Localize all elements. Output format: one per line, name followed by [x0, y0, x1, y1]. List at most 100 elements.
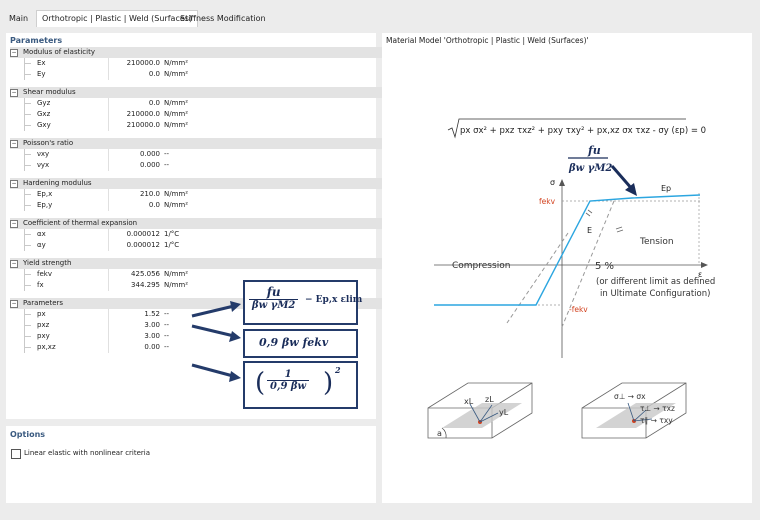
- property-value[interactable]: 425.056: [131, 270, 160, 278]
- material-model-panel: Material Model 'Orthotropic | Plastic | …: [382, 33, 752, 503]
- column-divider: [108, 200, 109, 211]
- property-value[interactable]: 0.000012: [126, 241, 160, 249]
- property-value[interactable]: 0.000: [139, 150, 160, 158]
- tab-bar: Main Orthotropic | Plastic | Weld (Surfa…: [0, 0, 760, 27]
- group-row[interactable]: −Poisson's ratio: [10, 138, 382, 149]
- property-name: Ex: [37, 59, 46, 67]
- column-divider: [108, 98, 109, 109]
- property-value[interactable]: 3.00: [144, 332, 160, 340]
- property-value[interactable]: 210.0: [139, 190, 160, 198]
- group-label: Shear modulus: [23, 88, 76, 96]
- column-divider: [108, 320, 109, 331]
- collapse-toggle-icon[interactable]: −: [10, 49, 18, 57]
- tau-perp-map-label: τ⊥ → τxz: [640, 404, 675, 413]
- tab-main[interactable]: Main: [9, 14, 29, 23]
- box2-text: 0,9 βw fekv: [259, 336, 329, 349]
- compression-label: Compression: [452, 261, 510, 271]
- property-value[interactable]: 1.52: [144, 310, 160, 318]
- column-divider: [108, 331, 109, 342]
- parameters-title: Parameters: [10, 36, 63, 45]
- property-unit: N/mm²: [164, 59, 189, 67]
- property-value[interactable]: 210000.0: [126, 110, 160, 118]
- property-value[interactable]: 0.0: [148, 99, 160, 107]
- property-name: Ep,x: [37, 190, 53, 198]
- property-name: αy: [37, 241, 46, 249]
- property-value[interactable]: 0.000012: [126, 230, 160, 238]
- property-name: Gxy: [37, 121, 51, 129]
- fraction-arrow-line: [610, 165, 634, 190]
- property-value[interactable]: 3.00: [144, 321, 160, 329]
- limit-note-line1: (or different limit as defined: [596, 277, 715, 287]
- tab-orthotropic-plastic-weld[interactable]: Orthotropic | Plastic | Weld (Surfaces): [36, 10, 199, 27]
- collapse-toggle-icon[interactable]: −: [10, 140, 18, 148]
- collapse-toggle-icon[interactable]: −: [10, 180, 18, 188]
- tree-branch: [24, 314, 31, 315]
- property-value[interactable]: 210000.0: [126, 121, 160, 129]
- collapse-toggle-icon[interactable]: −: [10, 220, 18, 228]
- group-label: Coefficient of thermal expansion: [23, 219, 138, 227]
- fu-numerator: fu: [587, 144, 601, 157]
- property-unit: --: [164, 310, 170, 318]
- property-unit: --: [164, 343, 170, 351]
- box3-numerator: 1: [267, 369, 310, 381]
- property-unit: --: [164, 150, 170, 158]
- tree-branch: [24, 274, 31, 275]
- linear-elastic-checkbox-label[interactable]: Linear elastic with nonlinear criteria: [24, 449, 151, 457]
- property-name: Ep,y: [37, 201, 53, 209]
- property-name: νyx: [37, 161, 50, 169]
- tree-branch: [24, 154, 31, 155]
- group-row[interactable]: −Shear modulus: [10, 87, 382, 98]
- tab-stiffness-modification[interactable]: Stiffness Modification: [180, 14, 266, 23]
- a-label: a: [437, 429, 442, 438]
- property-name: νxy: [37, 150, 50, 158]
- arrow-to-box2-head: [229, 331, 241, 342]
- property-value[interactable]: 0.00: [144, 343, 160, 351]
- collapse-toggle-icon[interactable]: −: [10, 260, 18, 268]
- tree-branch: [24, 285, 31, 286]
- fu-denominator: βw γM2: [568, 163, 612, 174]
- limit-note-line2: in Ultimate Configuration): [600, 289, 710, 299]
- property-name: Gxz: [37, 110, 51, 118]
- arrow-to-box1-head: [230, 301, 241, 312]
- property-unit: --: [164, 332, 170, 340]
- property-unit: N/mm²: [164, 99, 189, 107]
- column-divider: [108, 69, 109, 80]
- tree-branch: [24, 165, 31, 166]
- neg-fekv-label: -fekv: [569, 305, 588, 314]
- property-value[interactable]: 210000.0: [126, 59, 160, 67]
- property-unit: N/mm²: [164, 121, 189, 129]
- property-value[interactable]: 0.0: [148, 70, 160, 78]
- collapse-toggle-icon[interactable]: −: [10, 89, 18, 97]
- property-value[interactable]: 0.0: [148, 201, 160, 209]
- column-divider: [108, 309, 109, 320]
- tree-branch: [24, 347, 31, 348]
- group-row[interactable]: −Modulus of elasticity: [10, 47, 382, 58]
- group-row[interactable]: −Parameters: [10, 298, 382, 309]
- linear-elastic-checkbox[interactable]: [11, 449, 21, 459]
- property-value[interactable]: 0.000: [139, 161, 160, 169]
- tree-branch: [24, 114, 31, 115]
- yl-label: yL: [499, 408, 509, 417]
- epsilon-axis-arrowhead: [701, 262, 708, 268]
- box3-fraction: 1 0,9 βw: [267, 369, 310, 392]
- group-row[interactable]: −Coefficient of thermal expansion: [10, 218, 382, 229]
- group-row[interactable]: −Yield strength: [10, 258, 382, 269]
- unloading-tick-2: [616, 229, 624, 233]
- property-unit: N/mm²: [164, 110, 189, 118]
- property-value[interactable]: 344.295: [131, 281, 160, 289]
- group-label: Parameters: [23, 299, 64, 307]
- group-row[interactable]: −Hardening modulus: [10, 178, 382, 189]
- property-name: pxy: [37, 332, 50, 340]
- formula-pointer-arrows: [191, 301, 241, 382]
- zl-label: zL: [485, 395, 494, 404]
- arrow-to-box3-head: [229, 371, 241, 382]
- property-unit: N/mm²: [164, 281, 189, 289]
- collapse-toggle-icon[interactable]: −: [10, 300, 18, 308]
- column-divider: [108, 342, 109, 353]
- arrow-to-box1-line: [191, 304, 235, 318]
- property-unit: --: [164, 321, 170, 329]
- tension-label: Tension: [639, 237, 674, 247]
- yield-equation: px σx² + pxz τxz² + pxy τxy² + px,xz σx …: [460, 126, 706, 136]
- fillet-weld-sketch-global: σ⊥ → σx τ⊥ → τxz τ∥ → τxy: [581, 382, 687, 439]
